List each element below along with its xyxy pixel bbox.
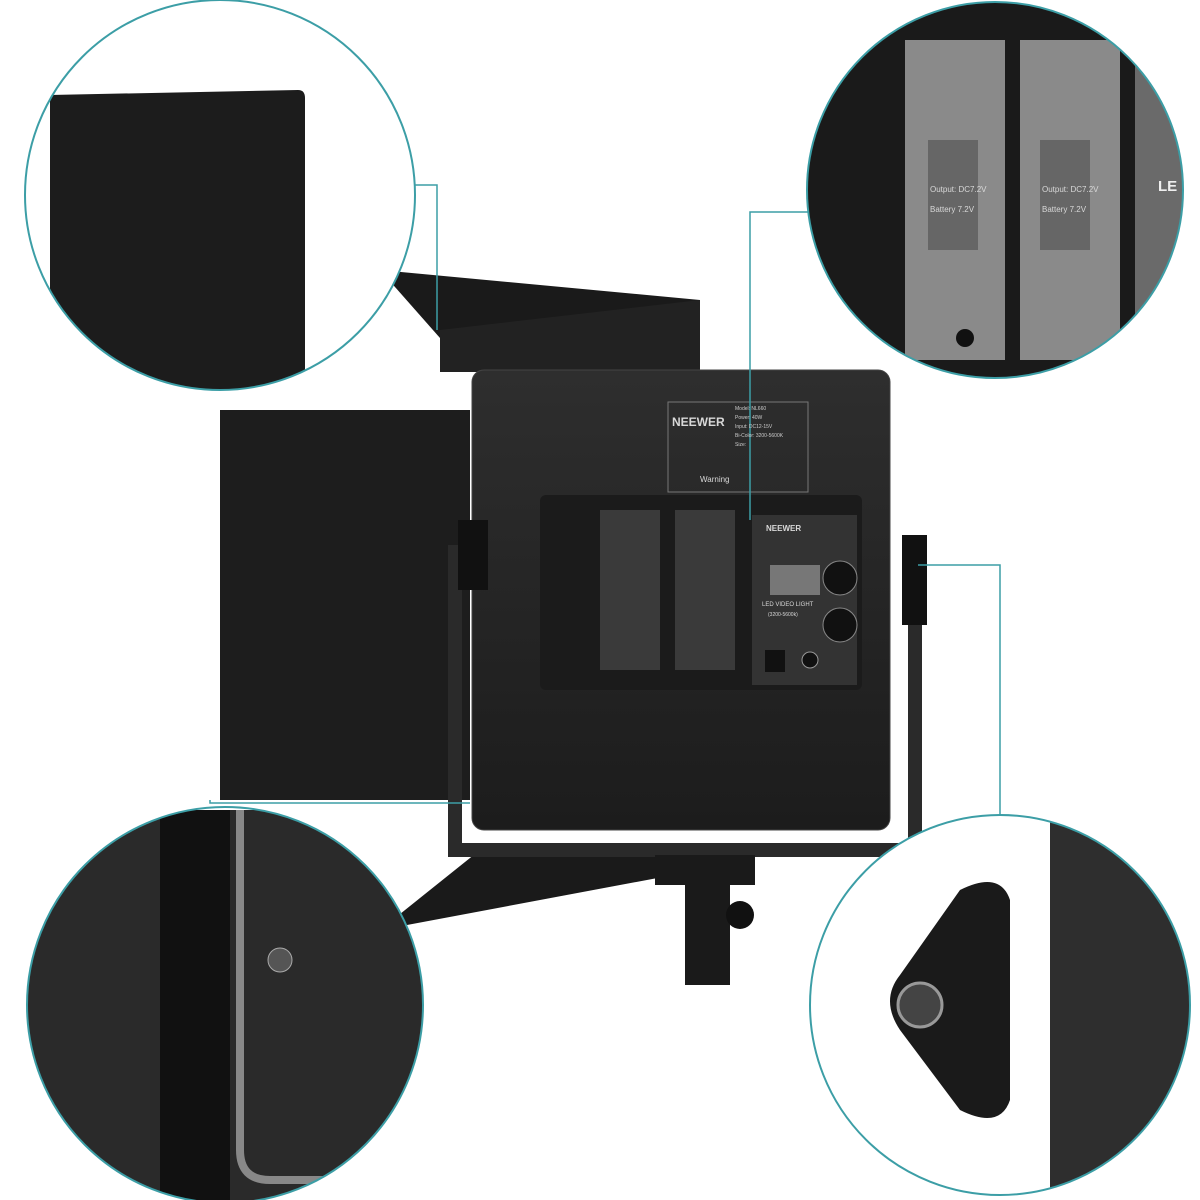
mount-stem: [655, 855, 755, 885]
edge-text: LE: [1158, 178, 1178, 195]
knob-left: [458, 520, 488, 590]
locking-knob: [726, 901, 754, 929]
led-indicator-grid: [770, 565, 820, 595]
battery-rating-2: Battery 7.2V: [1042, 205, 1087, 214]
battery-output-2: Output: DC7.2V: [1042, 185, 1099, 194]
barndoor-bottom: [380, 850, 700, 930]
battery-rating-1: Battery 7.2V: [930, 205, 975, 214]
u-bracket: [448, 545, 922, 857]
spec-text: Model: NL660 Power: 40W Input: DC12-15V …: [735, 405, 783, 450]
panel-range: (3200-5600k): [768, 612, 798, 618]
spec-power: Power: 40W: [735, 415, 763, 421]
spec-bicolor: Bi-Color: 3200-5600K: [735, 433, 784, 439]
color-temp-knob: [822, 607, 858, 643]
panel-brand: NEEWER: [766, 524, 802, 533]
callout-lock-knob: [810, 815, 1190, 1195]
knob-right: [902, 535, 927, 625]
dc-input-port: [801, 651, 819, 669]
warning-text: Warning: [700, 475, 730, 484]
spec-label: [667, 401, 809, 493]
panel-title: LED VIDEO LIGHT: [762, 602, 814, 608]
callout-frame-screw: [27, 807, 423, 1200]
spec-input: Input: DC12-15V: [735, 424, 773, 430]
barndoor-left: [220, 410, 470, 800]
screw-icon: [267, 947, 293, 973]
brightness-knob: [822, 560, 858, 596]
callout-barndoor-texture: [25, 0, 415, 390]
power-switch: [765, 650, 785, 672]
battery-output-1: Output: DC7.2V: [930, 185, 987, 194]
spec-size: Size:: [735, 442, 747, 448]
hex-screw-icon: [896, 981, 944, 1029]
brand-logo: NEEWER: [672, 415, 725, 429]
barndoor-right-top: [440, 300, 700, 372]
spec-model: Model: NL660: [735, 406, 767, 412]
